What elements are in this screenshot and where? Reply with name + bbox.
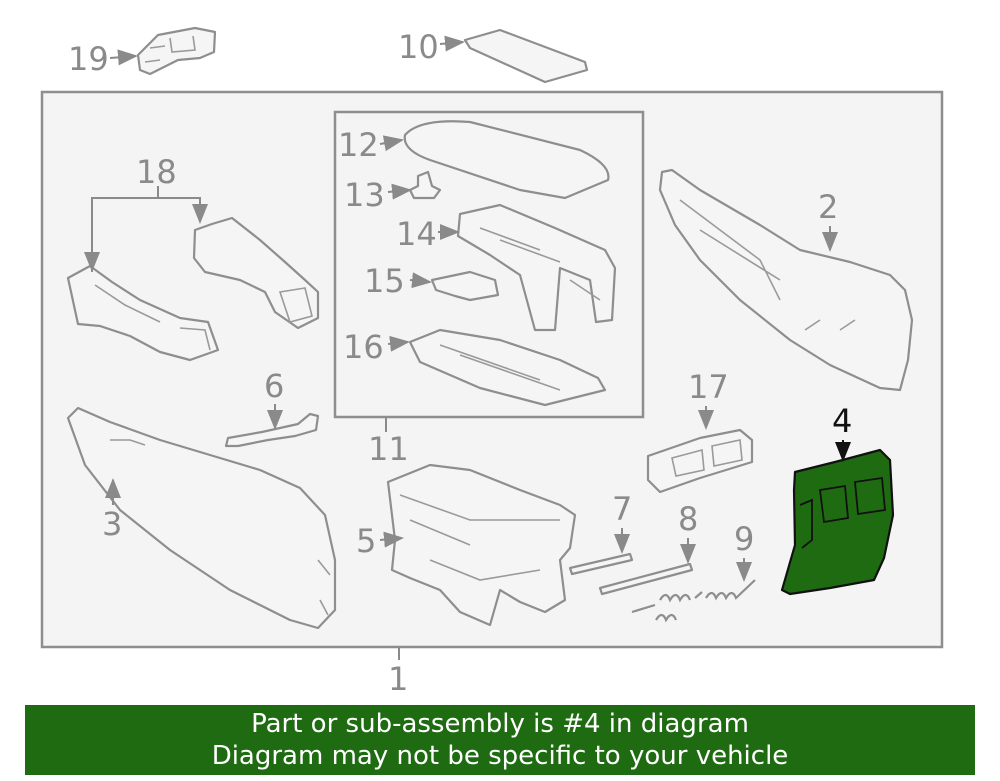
callout-16: 16 — [343, 328, 384, 366]
banner-line-2: Diagram may not be specific to your vehi… — [211, 741, 789, 771]
part-15-latch[interactable] — [430, 270, 500, 302]
part-2-side-panel[interactable] — [658, 168, 914, 392]
part-9-springs[interactable] — [631, 579, 756, 623]
part-12-lid[interactable] — [403, 120, 610, 200]
part-18-duct-left[interactable] — [66, 264, 220, 362]
part-13-clip[interactable] — [408, 170, 442, 200]
callout-11: 11 — [368, 430, 409, 468]
callout-13: 13 — [344, 176, 385, 214]
part-14-hinge[interactable] — [456, 203, 617, 332]
callout-17: 17 — [688, 368, 729, 406]
part-18-duct-right[interactable] — [192, 216, 320, 330]
callout-4: 4 — [832, 402, 852, 440]
callout-1: 1 — [388, 660, 408, 698]
part-3-side-panel[interactable] — [66, 406, 337, 630]
callout-18: 18 — [136, 153, 177, 191]
part-5-console-box[interactable] — [386, 463, 577, 627]
callout-19: 19 — [68, 40, 109, 78]
banner-line-1: Part or sub-assembly is #4 in diagram — [251, 709, 749, 739]
part-7-rod[interactable] — [568, 552, 634, 576]
callout-7: 7 — [612, 490, 632, 528]
callout-3: 3 — [102, 505, 122, 543]
callout-5: 5 — [356, 522, 376, 560]
parts-diagram: 19 10 18 12 13 14 15 — [40, 26, 944, 698]
callout-10: 10 — [398, 28, 439, 66]
part-19-bracket[interactable] — [136, 26, 217, 76]
part-8-rod[interactable] — [598, 562, 694, 596]
part-4-highlighted-panel[interactable] — [780, 448, 895, 596]
part-6-bracket[interactable] — [224, 412, 320, 448]
callout-6: 6 — [264, 367, 284, 405]
callout-15: 15 — [364, 262, 405, 300]
callout-2: 2 — [818, 188, 838, 226]
callout-12: 12 — [338, 126, 379, 164]
callout-9: 9 — [734, 520, 754, 558]
part-16-tray[interactable] — [408, 328, 607, 407]
part-17-vent[interactable] — [646, 428, 754, 494]
callout-14: 14 — [396, 215, 437, 253]
callout-8: 8 — [678, 500, 698, 538]
part-10-pad[interactable] — [463, 28, 589, 84]
info-banner: Part or sub-assembly is #4 in diagram Di… — [25, 705, 975, 775]
